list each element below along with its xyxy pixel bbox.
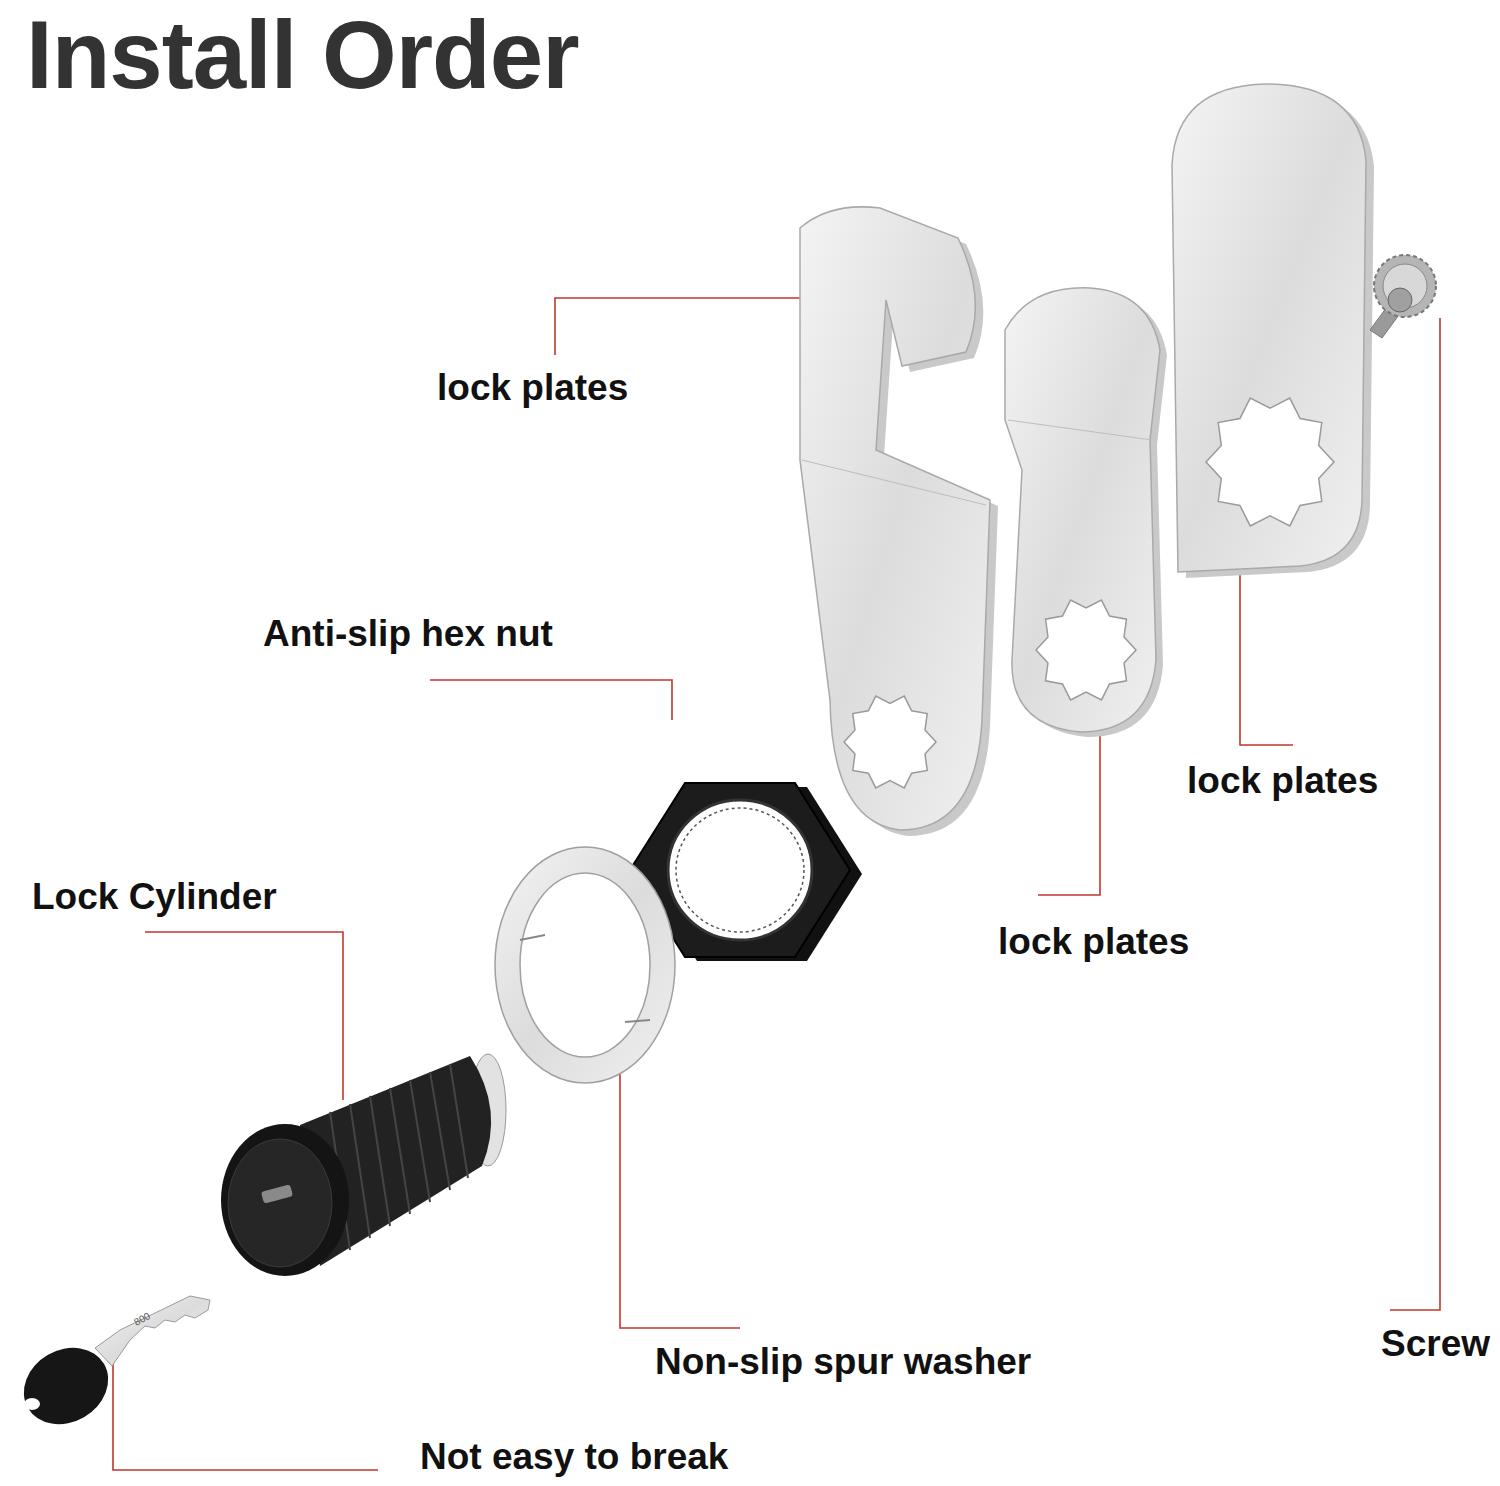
gear-hole	[1036, 600, 1136, 700]
lock-plate-straight	[1172, 84, 1374, 578]
spur-washer	[495, 847, 675, 1083]
part-label: lock plates	[998, 920, 1189, 964]
part-label: Lock Cylinder	[32, 875, 277, 919]
page-title: Install Order	[26, 2, 579, 108]
screw	[1370, 255, 1436, 338]
part-label: Non-slip spur washer	[655, 1340, 1031, 1384]
lock-plate-short	[1005, 288, 1167, 737]
gear-holes	[844, 398, 1334, 788]
gear-hole	[844, 696, 936, 788]
gear-hole	[1206, 398, 1334, 526]
part-label: Anti-slip hex nut	[263, 612, 553, 656]
part-label: lock plates	[1187, 759, 1378, 803]
lock-cylinder	[221, 1054, 506, 1276]
part-label: lock plates	[437, 366, 628, 410]
lock-plate-hook	[800, 207, 998, 836]
feature-note: Not easy to break	[420, 1435, 728, 1479]
part-label: Screw	[1381, 1322, 1490, 1366]
key	[10, 1296, 210, 1439]
leader-lines	[113, 298, 1440, 1470]
